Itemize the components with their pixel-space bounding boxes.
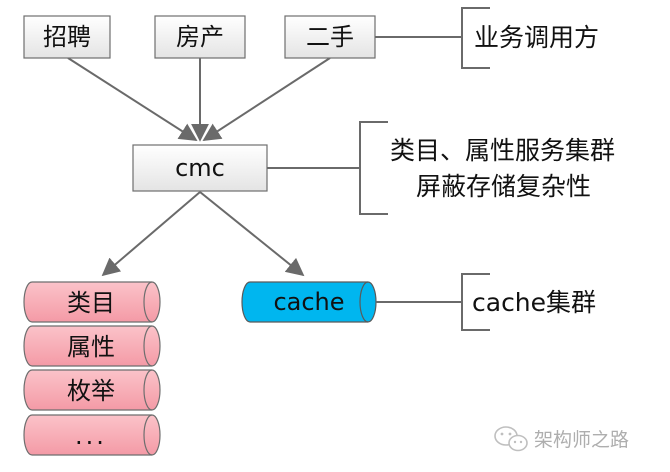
storage-category-label: 类目	[67, 289, 115, 317]
wechat-icon	[494, 426, 528, 452]
storage-more: ...	[23, 414, 161, 456]
note-cmc: 类目、属性服务集群 屏蔽存储复杂性	[267, 121, 615, 215]
storage-stack: 类目 属性 枚举 ...	[23, 281, 161, 456]
watermark: 架构师之路	[494, 426, 629, 452]
watermark-text: 架构师之路	[534, 429, 629, 451]
edge-secondhand-to-cmc	[202, 57, 331, 141]
caller-edges	[67, 57, 331, 142]
note-business-callers: 业务调用方	[375, 7, 599, 69]
edge-cmc-to-cache	[199, 191, 305, 277]
box-realestate-label: 房产	[176, 23, 224, 51]
edge-cmc-to-storage	[101, 191, 201, 277]
storage-enum: 枚举	[23, 369, 161, 411]
cache-node: cache	[241, 281, 377, 323]
box-cmc: cmc	[132, 144, 268, 192]
note-cache: cache集群	[376, 273, 596, 331]
box-secondhand: 二手	[284, 15, 376, 59]
box-realestate: 房产	[154, 15, 246, 59]
storage-attribute: 属性	[23, 325, 161, 367]
note-cmc-line2: 屏蔽存储复杂性	[416, 172, 591, 201]
note-business-callers-text: 业务调用方	[474, 23, 599, 52]
storage-category: 类目	[23, 281, 161, 323]
box-secondhand-label: 二手	[306, 23, 354, 51]
edge-recruit-to-cmc	[67, 57, 198, 141]
note-cache-text: cache集群	[472, 288, 596, 317]
storage-more-label: ...	[75, 422, 107, 450]
box-recruit-label: 招聘	[43, 23, 91, 51]
box-recruit: 招聘	[23, 15, 111, 59]
cmc-edges	[101, 191, 305, 277]
storage-attribute-label: 属性	[67, 333, 115, 361]
note-cmc-line1: 类目、属性服务集群	[390, 136, 615, 165]
storage-enum-label: 枚举	[67, 377, 115, 405]
cache-label: cache	[273, 288, 344, 316]
box-cmc-label: cmc	[175, 154, 225, 182]
